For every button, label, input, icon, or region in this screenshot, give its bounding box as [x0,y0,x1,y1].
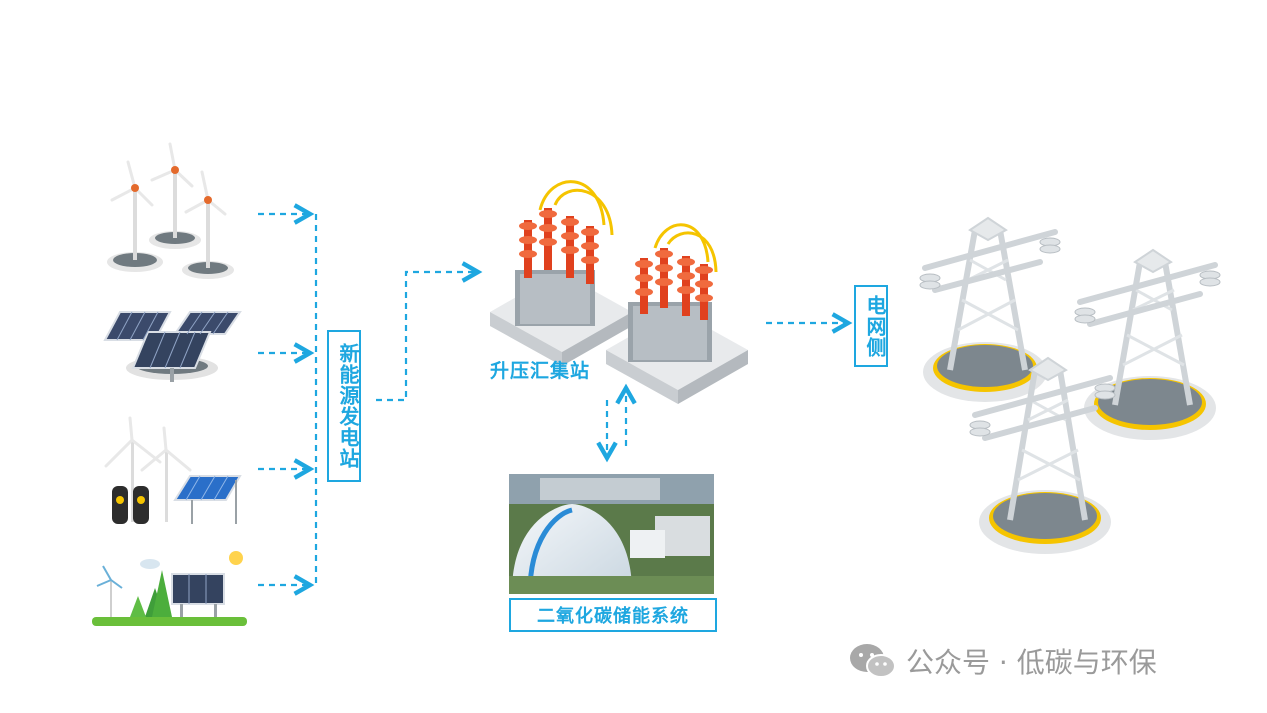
transmission-towers-icon [919,216,1221,554]
co2-storage-photo [509,474,714,594]
wind-turbines-icon [107,142,234,279]
watermark-text: 公众号 · 低碳与环保 [906,646,1157,679]
storage-connectors [607,388,626,458]
station-connector [376,272,478,402]
source-connectors [258,214,318,588]
watermark: 公众号 · 低碳与环保 [848,641,1157,681]
green-energy-landscape-icon [92,551,247,626]
new-energy-station-label: 新能源发电站 [327,330,361,482]
booster-station-label: 升压汇集站 [490,360,591,382]
wechat-icon [850,644,896,678]
co2-storage-label: 二氧化碳储能系统 [509,598,717,632]
wind-solar-storage-icon [104,416,242,524]
grid-side-label: 电网侧 [854,285,888,367]
booster-station-icon [490,180,748,404]
solar-panels-icon [103,311,242,382]
